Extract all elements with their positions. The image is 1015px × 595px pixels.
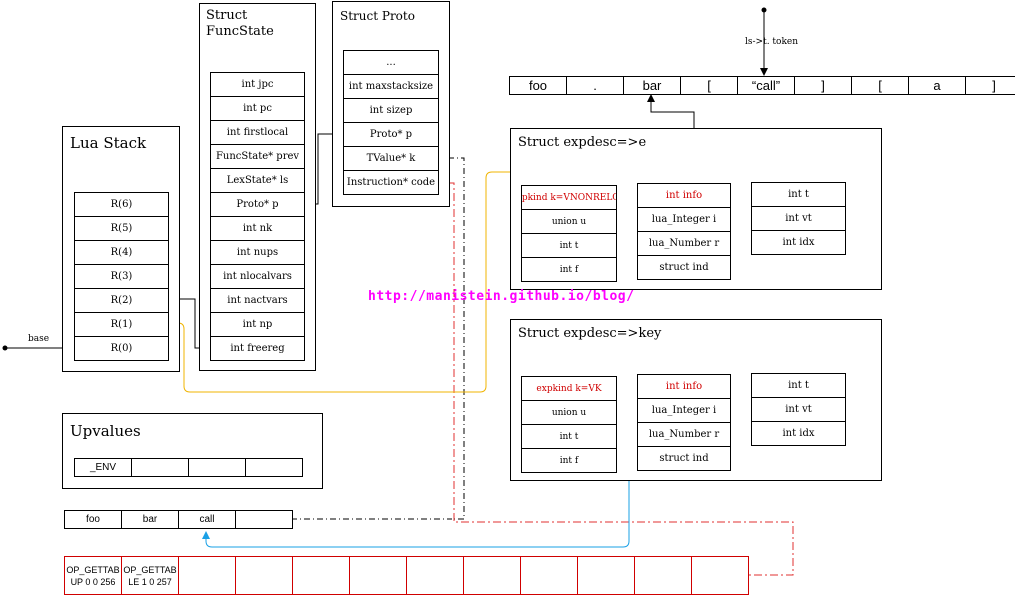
proto-field-int-maxstacksize: int maxstacksize [343, 74, 439, 99]
token-0: foo [509, 76, 567, 95]
funcstate-field-int-jpc: int jpc [210, 72, 305, 97]
stack-register-r-2: R(2) [74, 288, 169, 313]
expdesc-e-field-3: int f [521, 257, 617, 282]
upvalue-cell-2 [188, 458, 246, 477]
stack-register-r-6: R(6) [74, 192, 169, 217]
funcstate-field-int-nk: int nk [210, 216, 305, 241]
constant-cell-1: bar [121, 510, 179, 529]
expdesc-e-field-0: expkind k=VNONRELOC [521, 185, 617, 210]
stack-register-r-0: R(0) [74, 336, 169, 361]
instruction-operands: LE 1 0 257 [128, 576, 172, 587]
upvalues-title: Upvalues [70, 422, 141, 440]
funcstate-field-int-firstlocal: int firstlocal [210, 120, 305, 145]
stack-register-r-4: R(4) [74, 240, 169, 265]
expdesc-e-field-1: union u [521, 209, 617, 234]
instruction-cell-5 [349, 556, 407, 595]
instruction-cell-2 [178, 556, 236, 595]
expdesc-key-ind-int-vt: int vt [751, 397, 846, 422]
proto-field-int-sizep: int sizep [343, 98, 439, 123]
expdesc-key-union-lua-number-r: lua_Number r [637, 422, 731, 447]
expdesc-key-ind-int-idx: int idx [751, 421, 846, 446]
expdesc-e-title: Struct expdesc=>e [518, 135, 647, 150]
expdesc-key-field-3: int f [521, 448, 617, 473]
constant-cell-0: foo [64, 510, 122, 529]
stack-register-r-3: R(3) [74, 264, 169, 289]
token-5: ] [794, 76, 852, 95]
token-2: bar [623, 76, 681, 95]
expdesc-key-union-struct-ind: struct ind [637, 446, 731, 471]
expdesc-key-union-lua-integer-i: lua_Integer i [637, 398, 731, 423]
expdesc-e-ind-int-t: int t [751, 182, 846, 207]
token-7: a [908, 76, 966, 95]
expdesc-key-ind-int-t: int t [751, 373, 846, 398]
instruction-opcode: OP_GETTAB [123, 564, 177, 575]
token-pointer-label: ls->t. token [745, 37, 799, 47]
funcstate-field-int-nups: int nups [210, 240, 305, 265]
expdesc-key-field-0: expkind k=VK [521, 376, 617, 401]
instruction-cell-10 [634, 556, 692, 595]
k-pointer-line [448, 157, 465, 520]
stack-register-r-5: R(5) [74, 216, 169, 241]
token-1: . [566, 76, 624, 95]
code-pointer-line [448, 182, 794, 576]
upvalue-cell-1 [131, 458, 189, 477]
instruction-cell-11 [691, 556, 749, 595]
instruction-cell-4 [292, 556, 350, 595]
upvalue-cell-0: _ENV [74, 458, 132, 477]
funcstate-field-int-np: int np [210, 312, 305, 337]
token-4: “call” [737, 76, 795, 95]
expdesc-e-field-2: int t [521, 233, 617, 258]
lua-stack-title: Lua Stack [70, 134, 147, 152]
stack-register-r-1: R(1) [74, 312, 169, 337]
instruction-cell-8 [520, 556, 578, 595]
token-6: [ [851, 76, 909, 95]
expdesc-e-union-int-info: int info [637, 183, 731, 208]
proto-field-tvalue-k: TValue* k [343, 146, 439, 171]
proto-title: Struct Proto [340, 9, 415, 23]
funcstate-title-line1: Struct [206, 8, 248, 23]
funcstate-field-int-pc: int pc [210, 96, 305, 121]
watermark-url: http://manistein.github.io/blog/ [368, 289, 635, 304]
instruction-cell-9 [577, 556, 635, 595]
proto-field-instruction-code: Instruction* code [343, 170, 439, 195]
funcstate-field-int-nlocalvars: int nlocalvars [210, 264, 305, 289]
instruction-cell-7 [463, 556, 521, 595]
expdesc-e-union-lua-number-r: lua_Number r [637, 231, 731, 256]
expdesc-key-title: Struct expdesc=>key [518, 326, 662, 341]
expdesc-key-field-1: union u [521, 400, 617, 425]
instruction-cell-6 [406, 556, 464, 595]
token-3: [ [680, 76, 738, 95]
expdesc-e-ind-int-idx: int idx [751, 230, 846, 255]
expdesc-e-union-struct-ind: struct ind [637, 255, 731, 280]
funcstate-field-funcstate-prev: FuncState* prev [210, 144, 305, 169]
expdesc-key-union-int-info: int info [637, 374, 731, 399]
funcstate-title-line2: FuncState [206, 24, 274, 39]
expdesc-key-field-2: int t [521, 424, 617, 449]
instruction-cell-3 [235, 556, 293, 595]
expdesc-e-ind-int-vt: int vt [751, 206, 846, 231]
expdesc-e-token-arrow [647, 94, 695, 128]
funcstate-field-int-nactvars: int nactvars [210, 288, 305, 313]
funcstate-field-int-freereg: int freereg [210, 336, 305, 361]
token-8: ] [965, 76, 1015, 95]
constant-cell-2: call [178, 510, 236, 529]
funcstate-field-lexstate-ls: LexState* ls [210, 168, 305, 193]
proto-field-proto-p: Proto* p [343, 122, 439, 147]
base-label: base [28, 334, 50, 344]
instruction-opcode: OP_GETTAB [66, 564, 120, 575]
instruction-operands: UP 0 0 256 [70, 576, 116, 587]
funcstate-field-proto-p: Proto* p [210, 192, 305, 217]
constant-cell-3 [235, 510, 293, 529]
expdesc-e-union-lua-integer-i: lua_Integer i [637, 207, 731, 232]
upvalue-cell-3 [245, 458, 303, 477]
proto-field-ellipsis: ... [343, 50, 439, 75]
